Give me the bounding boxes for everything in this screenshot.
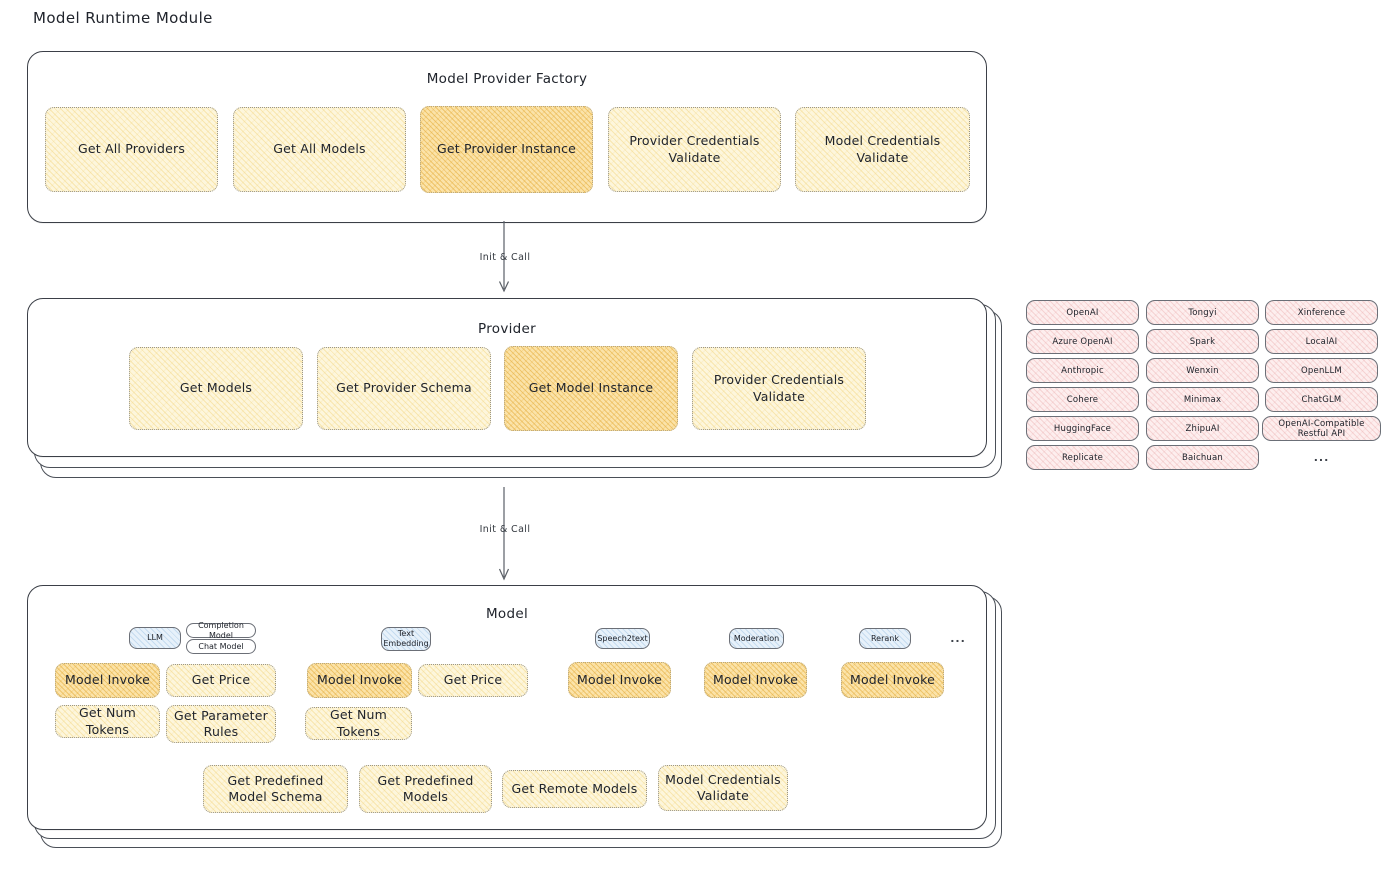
speech2text-method-model-invoke[interactable]: Model Invoke (568, 662, 671, 698)
provider-chip-cohere[interactable]: Cohere (1026, 387, 1139, 412)
provider-list-more-ellipsis: ... (1313, 451, 1330, 464)
provider-chip-wenxin[interactable]: Wenxin (1146, 358, 1259, 383)
arrow-provider-to-model (498, 487, 510, 581)
provider-cell-get-model-instance[interactable]: Get Model Instance (504, 346, 678, 431)
model-type-badge-llm[interactable]: LLM (129, 627, 181, 649)
provider-chip-openllm[interactable]: OpenLLM (1265, 358, 1378, 383)
model-type-badge-rerank[interactable]: Rerank (859, 628, 911, 649)
llm-method-get-price[interactable]: Get Price (166, 664, 276, 697)
provider-chip-baichuan[interactable]: Baichuan (1146, 445, 1259, 470)
model-common-model-credentials-validate[interactable]: Model Credentials Validate (658, 765, 788, 811)
provider-chip-huggingface[interactable]: HuggingFace (1026, 416, 1139, 441)
model-title: Model (485, 606, 529, 622)
provider-chip-xinference[interactable]: Xinference (1265, 300, 1378, 325)
model-type-badge-moderation[interactable]: Moderation (729, 628, 784, 649)
arrow1-label: Init & Call (479, 252, 531, 263)
llm-method-model-invoke[interactable]: Model Invoke (55, 663, 160, 698)
provider-chip-azure-openai[interactable]: Azure OpenAI (1026, 329, 1139, 354)
arrow-factory-to-provider (498, 221, 510, 293)
page-title: Model Runtime Module (33, 9, 213, 27)
factory-cell-get-all-models[interactable]: Get All Models (233, 107, 406, 192)
model-common-get-remote-models[interactable]: Get Remote Models (502, 770, 647, 808)
factory-cell-get-provider-instance[interactable]: Get Provider Instance (420, 106, 593, 193)
arrow2-label: Init & Call (479, 524, 531, 535)
llm-method-get-num-tokens[interactable]: Get Num Tokens (55, 705, 160, 738)
factory-cell-get-all-providers[interactable]: Get All Providers (45, 107, 218, 192)
model-type-badge-speech2text[interactable]: Speech2text (595, 628, 650, 649)
provider-cell-provider-credentials-validate[interactable]: Provider Credentials Validate (692, 347, 866, 430)
model-provider-factory-title: Model Provider Factory (426, 71, 588, 87)
llm-method-get-parameter-rules[interactable]: Get Parameter Rules (166, 705, 276, 743)
factory-cell-model-credentials-validate[interactable]: Model Credentials Validate (795, 107, 970, 192)
text-embedding-method-model-invoke[interactable]: Model Invoke (307, 663, 412, 698)
provider-cell-get-provider-schema[interactable]: Get Provider Schema (317, 347, 491, 430)
model-subtype-badge-chat-model[interactable]: Chat Model (186, 639, 256, 654)
provider-chip-tongyi[interactable]: Tongyi (1146, 300, 1259, 325)
factory-cell-provider-credentials-validate[interactable]: Provider Credentials Validate (608, 107, 781, 192)
model-common-get-predefined-models[interactable]: Get Predefined Models (359, 765, 492, 813)
text-embedding-method-get-num-tokens[interactable]: Get Num Tokens (305, 707, 412, 740)
provider-chip-zhipuai[interactable]: ZhipuAI (1146, 416, 1259, 441)
provider-chip-spark[interactable]: Spark (1146, 329, 1259, 354)
moderation-method-model-invoke[interactable]: Model Invoke (704, 662, 807, 698)
provider-chip-replicate[interactable]: Replicate (1026, 445, 1139, 470)
rerank-method-model-invoke[interactable]: Model Invoke (841, 662, 944, 698)
provider-chip-localai[interactable]: LocalAI (1265, 329, 1378, 354)
provider-chip-chatglm[interactable]: ChatGLM (1265, 387, 1378, 412)
model-type-badge-text-embedding[interactable]: Text Embedding (381, 627, 431, 651)
provider-chip-openai[interactable]: OpenAI (1026, 300, 1139, 325)
provider-title: Provider (478, 321, 536, 337)
text-embedding-method-get-price[interactable]: Get Price (418, 664, 528, 697)
provider-chip-anthropic[interactable]: Anthropic (1026, 358, 1139, 383)
provider-chip-minimax[interactable]: Minimax (1146, 387, 1259, 412)
model-types-more-ellipsis: ... (950, 632, 966, 645)
provider-chip-openai-compatible-restful-api[interactable]: OpenAI-Compatible Restful API (1262, 416, 1381, 441)
provider-cell-get-models[interactable]: Get Models (129, 347, 303, 430)
model-common-get-predefined-model-schema[interactable]: Get Predefined Model Schema (203, 765, 348, 813)
model-subtype-badge-completion-model[interactable]: Completion Model (186, 621, 256, 640)
